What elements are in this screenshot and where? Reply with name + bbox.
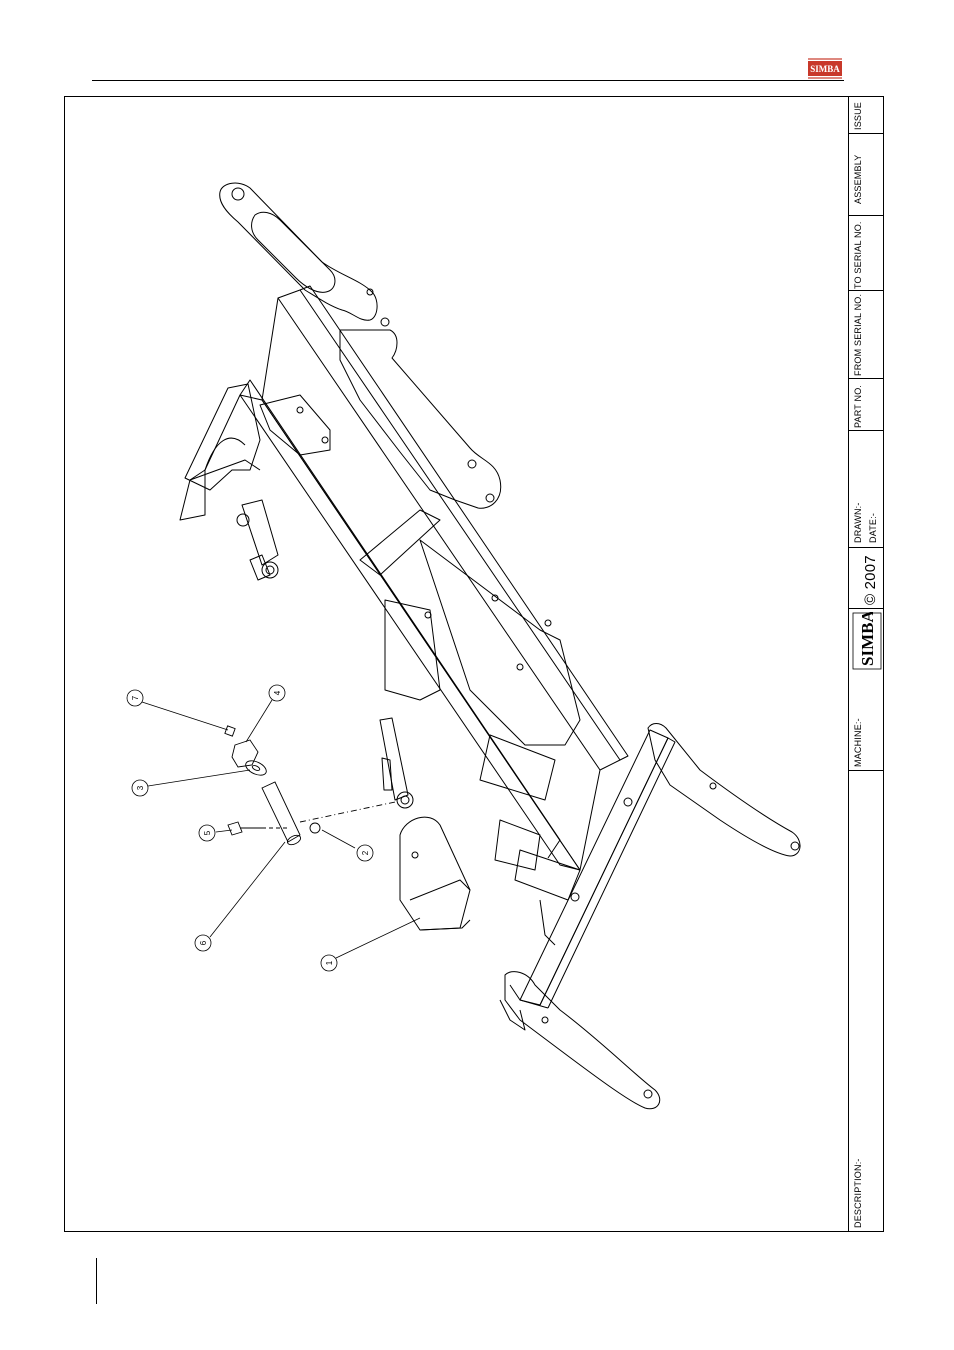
exploded-parts xyxy=(225,726,395,847)
balloon-7: 7 xyxy=(127,690,143,706)
balloon-4: 4 xyxy=(269,685,285,701)
left-lower-plate xyxy=(185,384,260,490)
pivot-arm-upper xyxy=(237,500,278,580)
pivot-arm-lower xyxy=(380,718,413,808)
lower-plate xyxy=(400,817,470,930)
svg-text:4: 4 xyxy=(273,690,282,695)
svg-text:2: 2 xyxy=(361,850,370,855)
right-leg-upper xyxy=(648,724,800,857)
leader-lines xyxy=(142,700,420,958)
balloon-2: 2 xyxy=(357,845,373,861)
upper-side-plate xyxy=(340,318,501,508)
balloon-5: 5 xyxy=(199,825,215,841)
svg-text:7: 7 xyxy=(131,695,140,700)
svg-text:6: 6 xyxy=(199,940,208,945)
top-hitch-plate xyxy=(220,183,377,320)
balloon-1: 1 xyxy=(321,955,337,971)
main-beam xyxy=(240,286,628,870)
balloon-6: 6 xyxy=(195,935,211,951)
upper-right-plate xyxy=(515,850,580,945)
svg-text:5: 5 xyxy=(203,830,212,835)
inner-beam xyxy=(180,380,560,858)
svg-text:3: 3 xyxy=(136,785,145,790)
balloon-3: 3 xyxy=(132,780,148,796)
svg-text:1: 1 xyxy=(325,960,334,965)
